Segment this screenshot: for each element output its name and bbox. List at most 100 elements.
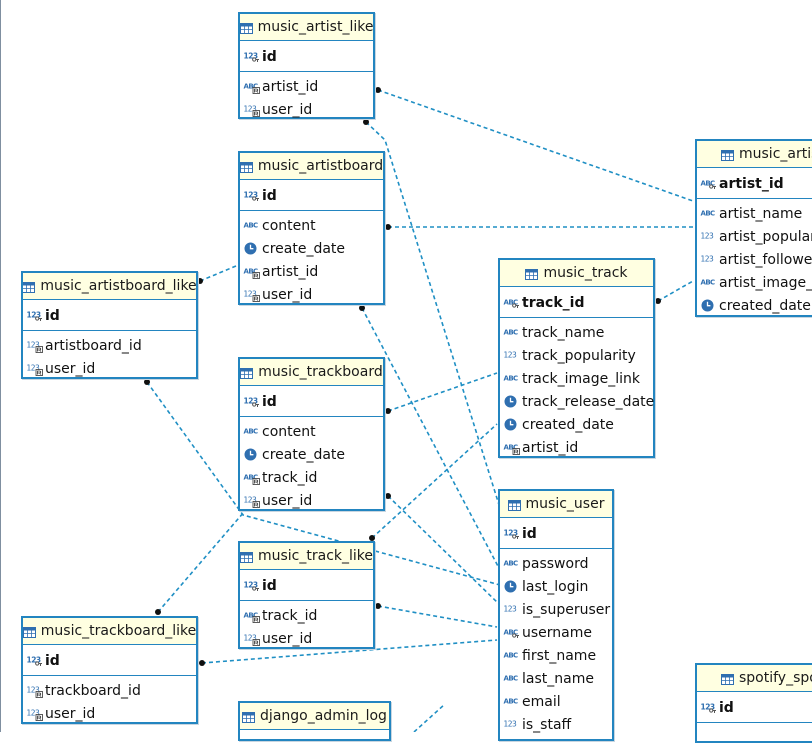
- column-name: create_date: [262, 446, 346, 463]
- entity-header[interactable]: music_artistboard: [240, 153, 383, 180]
- entity-header[interactable]: music_artis: [697, 141, 812, 168]
- column-row[interactable]: create_date: [240, 443, 383, 466]
- link-track-to-artist[interactable]: [657, 280, 694, 302]
- svg-text:123: 123: [701, 232, 715, 241]
- link-trackboard-to-track[interactable]: [387, 372, 498, 412]
- column-row[interactable]: last_login: [500, 575, 612, 598]
- column-name: artist_id: [522, 439, 579, 456]
- num-icon: 123: [503, 348, 520, 363]
- link-track-like-to-user[interactable]: [377, 605, 498, 628]
- link-artistboard-like-to-artistboard[interactable]: [199, 265, 237, 282]
- link-trackboard-like-to-trackboard[interactable]: [157, 511, 245, 613]
- entity-header[interactable]: django_admin_log: [240, 703, 389, 730]
- text-icon: ABC: [700, 275, 717, 290]
- num-icon: 123: [503, 602, 520, 617]
- num-icon: 123: [503, 717, 520, 732]
- column-name: track_name: [522, 324, 605, 341]
- column-row[interactable]: create_date: [240, 237, 383, 260]
- entity-header[interactable]: music_artistboard_like: [23, 273, 196, 300]
- svg-text:ABC: ABC: [504, 629, 519, 637]
- entity-header[interactable]: music_user: [500, 491, 612, 518]
- link-artist-like-to-artist[interactable]: [377, 89, 694, 202]
- entity-header[interactable]: music_track: [500, 260, 653, 287]
- relationship-endpoint-dot: [655, 298, 661, 304]
- num-fk-icon: 123: [26, 338, 43, 353]
- entity-header[interactable]: spotify_spotify: [697, 665, 812, 692]
- svg-text:ABC: ABC: [504, 375, 519, 383]
- svg-text:123: 123: [244, 581, 258, 590]
- text-key-icon: ABC: [503, 625, 520, 640]
- link-artist-like-to-user[interactable]: [365, 121, 511, 541]
- text-key-icon: ABC: [503, 295, 520, 310]
- entity-header[interactable]: music_trackboard: [240, 359, 383, 386]
- svg-text:ABC: ABC: [244, 268, 259, 276]
- entity-django-admin-log[interactable]: django_admin_log: [238, 701, 391, 741]
- text-icon: ABC: [503, 671, 520, 686]
- entity-title: music_artistboard: [257, 158, 383, 174]
- column-row[interactable]: track_release_date: [500, 390, 655, 413]
- table-icon: [507, 499, 521, 511]
- entity-header[interactable]: music_track_like: [240, 543, 373, 570]
- entity-header[interactable]: music_trackboard_like: [23, 618, 196, 645]
- link-admin-log-to-user[interactable]: [413, 703, 446, 732]
- link-track-like-to-track[interactable]: [371, 423, 498, 539]
- link-trackboard-to-user[interactable]: [387, 495, 501, 606]
- entity-header[interactable]: music_artist_like: [240, 14, 373, 41]
- column-row[interactable]: created_date: [500, 413, 653, 436]
- column-name: track_release_date: [522, 393, 655, 410]
- column-row[interactable]: created_date: [697, 294, 812, 317]
- svg-text:ABC: ABC: [504, 560, 519, 568]
- relationship-endpoint-dot: [385, 493, 391, 499]
